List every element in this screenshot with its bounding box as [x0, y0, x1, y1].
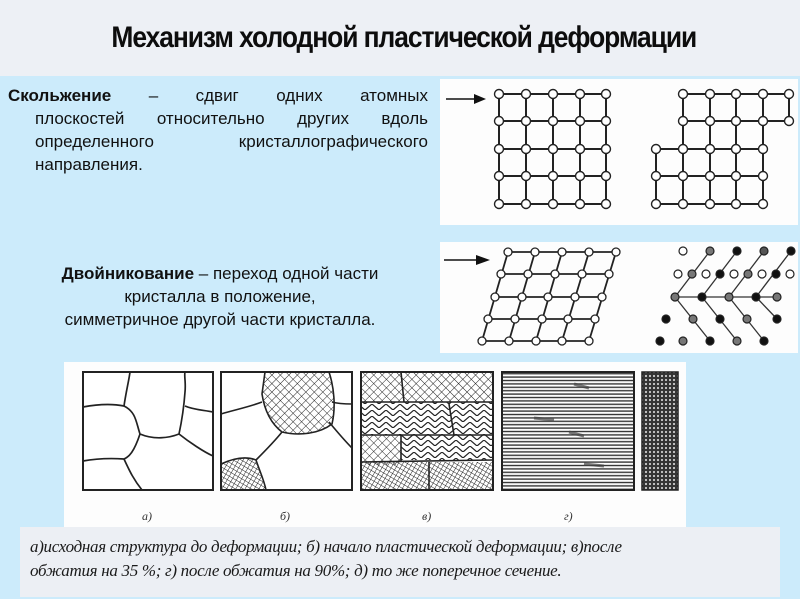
- panel-d-90-percent: г): [501, 371, 635, 523]
- panel-b-deformation-start: б): [220, 371, 353, 523]
- twinning-line-1: Двойникование – переход одной части: [20, 262, 420, 285]
- slip-line-2: плоскостей относительно других вдоль: [35, 109, 428, 128]
- arrow-right-icon: [444, 255, 490, 265]
- slip-line-3: определенного кристаллографического: [35, 132, 428, 151]
- twinning-line-2: кристалла в положение,: [124, 287, 316, 306]
- sheared-lattice-atoms: [477, 247, 621, 346]
- slip-term: Скольжение: [8, 86, 112, 105]
- label-d: г): [564, 509, 573, 523]
- label-b: б): [280, 509, 290, 523]
- twinning-line-1-text: – переход одной части: [194, 264, 379, 283]
- right-lattice-atoms: [650, 88, 795, 210]
- slide-title: Механизм холодной пластической деформаци…: [111, 21, 697, 54]
- left-lattice-atoms: [493, 88, 612, 210]
- panel-e-cross-section: [641, 371, 679, 491]
- panel-a-initial-structure: а): [82, 371, 214, 523]
- twin-atoms: [655, 246, 796, 346]
- slip-definition: Скольжение – сдвиг одних атомных плоскос…: [8, 84, 428, 176]
- panel-c-35-percent: в): [360, 371, 494, 523]
- grain-structure-figure: а) б): [64, 362, 686, 528]
- slide-header: Механизм холодной пластической деформаци…: [0, 0, 800, 76]
- twinning-term: Двойникование: [61, 264, 195, 283]
- twinning-figure: [440, 242, 798, 353]
- slip-line-1-text: – сдвиг одних атомных: [111, 86, 428, 105]
- caption-line-2: обжатия на 35 %; г) после обжатия на 90%…: [30, 561, 562, 580]
- right-lattice: [655, 93, 790, 205]
- twinning-line-3: симметричное другой части кристалла.: [64, 310, 376, 329]
- label-c: в): [422, 509, 431, 523]
- twinning-definition: Двойникование – переход одной части крис…: [20, 262, 420, 331]
- figure-caption: а)исходная структура до деформации; б) н…: [20, 527, 780, 597]
- slip-line-1: Скольжение – сдвиг одних атомных: [8, 84, 428, 107]
- caption-line-1: а)исходная структура до деформации; б) н…: [30, 537, 622, 556]
- arrow-right-icon: [446, 94, 486, 104]
- label-a: а): [142, 509, 152, 523]
- grain-structure-diagram: а) б): [82, 371, 679, 523]
- slip-line-4: направления.: [35, 155, 143, 174]
- lattice-shear-diagram: [446, 88, 795, 210]
- twinning-lattice-diagram: [444, 246, 796, 346]
- slip-figure: [440, 79, 798, 225]
